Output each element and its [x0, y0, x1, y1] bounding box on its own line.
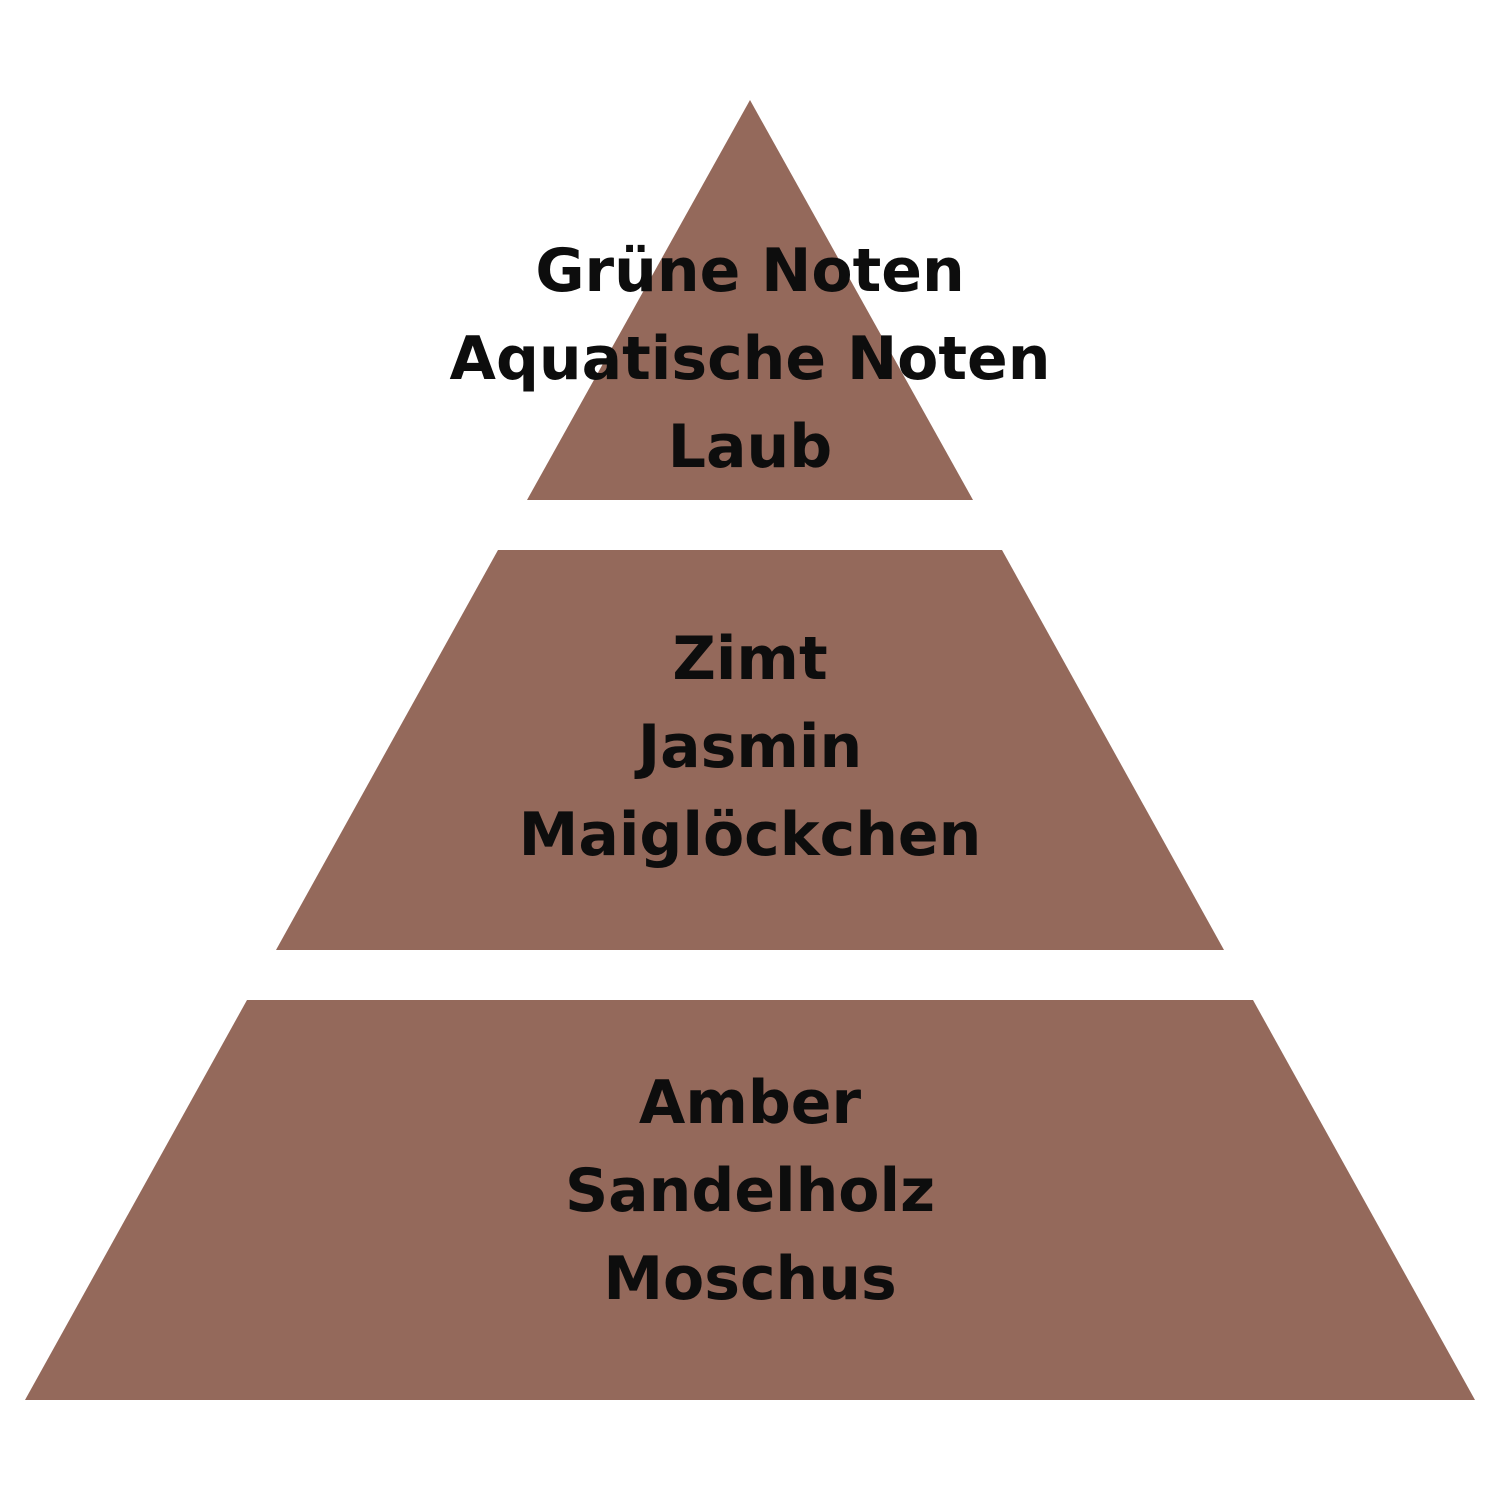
note-label: Amber: [638, 1068, 862, 1138]
tier-base-notes: Amber Sandelholz Moschus: [0, 1059, 1500, 1323]
note-label: Grüne Noten: [535, 236, 965, 306]
note-label: Jasmin: [637, 712, 863, 782]
note-label: Zimt: [672, 624, 828, 694]
tier-middle-notes: Zimt Jasmin Maiglöckchen: [0, 615, 1500, 879]
note-label: Aquatische Noten: [449, 324, 1051, 394]
pyramid-tier-base-shape: [25, 1000, 1475, 1400]
note-label: Maiglöckchen: [518, 800, 982, 870]
note-label: Laub: [667, 412, 833, 482]
note-label: Moschus: [603, 1244, 897, 1314]
pyramid-tier-middle-shape: [276, 550, 1224, 950]
note-label: Sandelholz: [564, 1156, 936, 1226]
pyramid-tier-top-shape: [527, 100, 973, 500]
tier-top-notes: Grüne Noten Aquatische Noten Laub: [0, 227, 1500, 491]
